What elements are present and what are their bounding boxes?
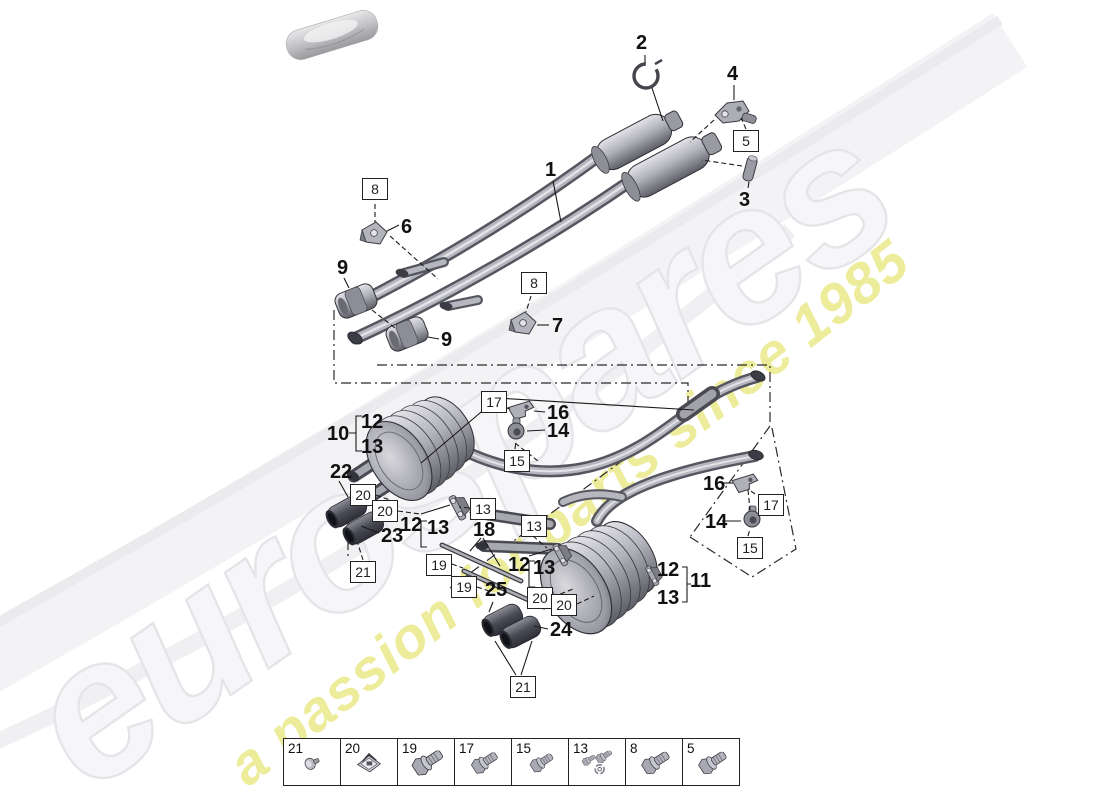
callout-label-10: 10 — [327, 423, 350, 445]
clipnut-icon — [356, 753, 382, 773]
legend-number: 17 — [459, 741, 475, 756]
boxed-callout-label-13: 13 — [521, 515, 547, 537]
boxed-callout-label-15: 15 — [504, 450, 530, 472]
front-exhaust-pipes — [338, 145, 639, 345]
legend-cell-17: 17 — [455, 739, 512, 785]
boxed-callout-label-8: 8 — [362, 178, 388, 200]
callout-label-6: 6 — [401, 216, 413, 238]
legend-cell-13: 13 — [569, 739, 626, 785]
callout-label-18: 18 — [473, 519, 496, 541]
callout-label-12: 12 — [400, 514, 423, 536]
boxed-callout-label-13: 13 — [470, 498, 496, 520]
boxed-callout-label-21: 21 — [350, 561, 376, 583]
catalytic-converter-upper — [591, 110, 684, 174]
boltset-icon — [570, 741, 624, 785]
boxed-callout-label-19: 19 — [426, 554, 452, 576]
bolt-icon — [528, 753, 556, 773]
callout-label-7: 7 — [552, 315, 564, 337]
legend-cell-8: 8 — [626, 739, 683, 785]
callout-label-2: 2 — [636, 32, 648, 54]
callout-label-12: 12 — [657, 559, 680, 581]
dashed-leader-lines — [357, 117, 756, 605]
boxed-callout-label-20: 20 — [551, 594, 577, 616]
callout-label-3: 3 — [739, 189, 751, 211]
bracket-part-4 — [714, 100, 757, 124]
clamp-ring-part — [632, 58, 663, 90]
car-thumbnail — [285, 10, 379, 60]
callout-label-11: 11 — [690, 570, 712, 592]
fastener-legend: 21 20 19 17 15 13 8 5 — [283, 738, 740, 786]
legend-number: 8 — [630, 741, 638, 756]
boxed-callout-label-17: 17 — [481, 391, 507, 413]
boxed-callout-label-21: 21 — [510, 676, 536, 698]
legend-number: 15 — [516, 741, 532, 756]
callout-label-12: 12 — [361, 411, 384, 433]
callout-label-22: 22 — [330, 461, 353, 483]
callout-label-12: 12 — [508, 554, 531, 576]
callout-label-13: 13 — [361, 436, 384, 458]
boxed-callout-label-20: 20 — [350, 484, 376, 506]
legend-cell-5: 5 — [683, 739, 739, 785]
callout-label-16: 16 — [703, 473, 726, 495]
callout-label-1: 1 — [545, 159, 557, 181]
boxed-callout-label-5: 5 — [733, 130, 759, 152]
callout-label-13: 13 — [427, 517, 450, 539]
callout-label-13: 13 — [533, 557, 556, 579]
boxed-callout-label-15: 15 — [737, 537, 763, 559]
bolt-icon — [639, 751, 673, 775]
bolt-icon — [409, 750, 447, 776]
callout-label-13: 13 — [657, 587, 680, 609]
stub-part-3 — [742, 155, 758, 182]
callout-label-9: 9 — [337, 257, 349, 279]
legend-number: 20 — [345, 741, 361, 756]
rubber-mount-9a — [332, 280, 380, 322]
holder-part-6 — [359, 221, 388, 245]
clamp-16-right — [731, 472, 760, 494]
boxed-callout-label-20: 20 — [527, 587, 553, 609]
legend-number: 13 — [573, 741, 589, 756]
boxed-callout-label-20: 20 — [372, 500, 398, 522]
catalytic-converter-lower — [621, 132, 723, 202]
legend-cell-20: 20 — [341, 739, 398, 785]
legend-number: 21 — [288, 741, 304, 756]
bolt-icon — [469, 752, 501, 774]
callout-label-24: 24 — [550, 619, 573, 641]
boxed-callout-label-8: 8 — [521, 272, 547, 294]
callout-label-4: 4 — [727, 63, 739, 85]
boxed-callout-label-17: 17 — [758, 494, 784, 516]
legend-number: 5 — [687, 741, 695, 756]
callout-label-25: 25 — [485, 579, 508, 601]
callout-label-23: 23 — [381, 525, 404, 547]
legend-number: 19 — [402, 741, 418, 756]
callout-label-14: 14 — [705, 511, 728, 533]
legend-cell-19: 19 — [398, 739, 455, 785]
legend-cell-15: 15 — [512, 739, 569, 785]
callout-label-14: 14 — [547, 420, 570, 442]
leader-lines — [338, 55, 750, 676]
rivet-icon — [302, 754, 322, 772]
legend-cell-21: 21 — [284, 739, 341, 785]
callout-label-9: 9 — [441, 329, 453, 351]
boxed-callout-label-19: 19 — [451, 576, 477, 598]
callout-label-16: 16 — [547, 402, 570, 424]
bolt-icon — [696, 751, 730, 775]
connecting-pipe-right — [558, 449, 764, 527]
